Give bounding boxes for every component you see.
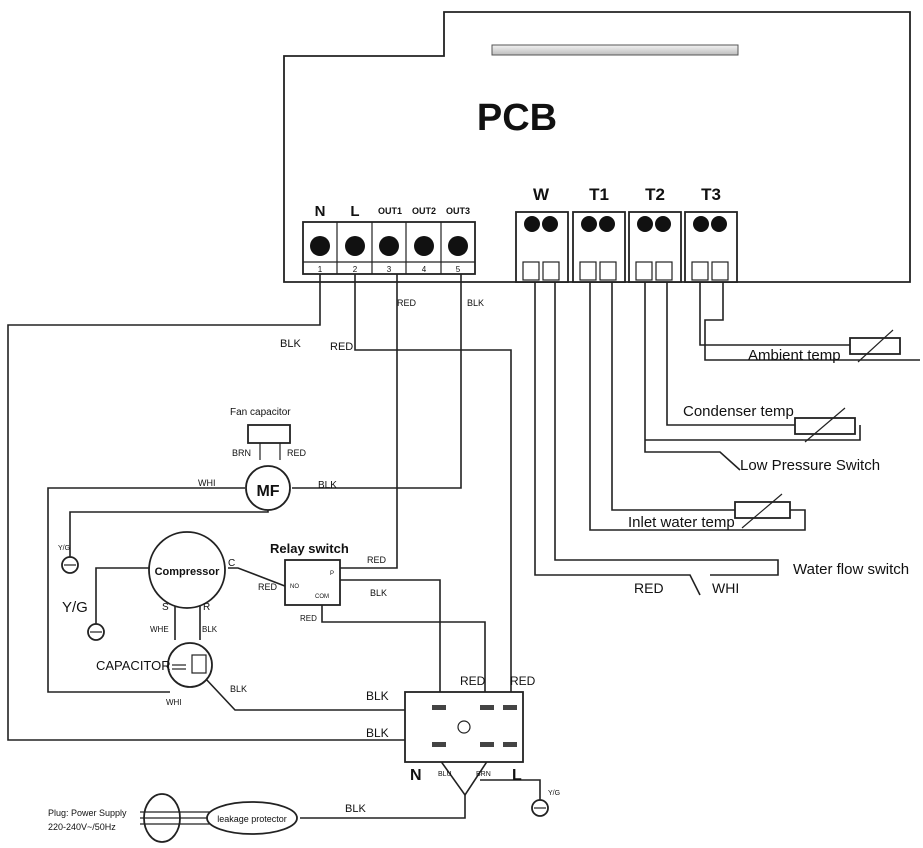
pcb-title: PCB	[477, 97, 557, 139]
terminal-screw	[345, 236, 365, 256]
pcb-stripe	[491, 44, 739, 56]
terminal-screw	[448, 236, 468, 256]
wire-label: RED	[258, 582, 278, 592]
relay-switch: Relay switch NO P COM RED RED BLK RED	[258, 541, 387, 623]
compressor-whe-label: WHE	[150, 625, 169, 634]
fan-capacitor-title: Fan capacitor	[230, 407, 291, 418]
wire-label: BLK	[280, 338, 301, 350]
pcb-board: PCB N L OUT1 OUT2 OUT3 1 2 3 4 5 W T1	[283, 11, 911, 283]
wire-label: WHI	[166, 698, 182, 707]
fan-red-label: RED	[287, 448, 307, 458]
leakage-protector: leakage protector BLK	[206, 801, 366, 835]
fan-brn-label: BRN	[232, 448, 251, 458]
ambient-temp-label: Ambient temp	[748, 347, 841, 364]
ground-yg-label: Y/G	[58, 545, 70, 552]
terminal-screw	[310, 236, 330, 256]
fan-capacitor: Fan capacitor BRN RED	[230, 407, 307, 460]
terminal-block-n: N	[410, 767, 422, 784]
wire-label: RED	[397, 298, 417, 308]
compressor-label: Compressor	[155, 566, 221, 578]
pcb-label-out2: OUT2	[412, 206, 436, 216]
water-flow-switch: Water flow switch RED WHI	[634, 561, 909, 596]
compressor-blk-label: BLK	[202, 625, 218, 634]
power-plug: Plug: Power Supply 220-240V~/50Hz	[48, 793, 210, 843]
relay-no-label: NO	[290, 584, 299, 590]
wire-label: BLK	[366, 726, 389, 740]
condenser-temp-sensor: Condenser temp	[683, 403, 856, 443]
wire-labels: BLK RED RED BLK	[280, 298, 484, 353]
terminal-screw	[379, 236, 399, 256]
compressor: Compressor C S R WHE BLK	[148, 531, 235, 634]
capacitor-label: CAPACITOR	[96, 658, 171, 673]
ground-compressor: Y/G	[62, 599, 105, 641]
pcb-label-out1: OUT1	[378, 206, 402, 216]
terminal-number: 4	[422, 265, 427, 274]
ground-bottom-label: Y/G	[548, 790, 560, 797]
wire-label: BLK	[467, 298, 484, 308]
terminal-blu-label: BLU	[438, 771, 452, 778]
terminal-number: 5	[456, 265, 461, 274]
wire-label: BLK	[318, 480, 337, 491]
pcb-label-l: L	[350, 203, 359, 220]
ground-bottom: Y/G	[531, 790, 560, 817]
fan-motor: MF WHI BLK	[198, 465, 337, 511]
compressor-capacitor: CAPACITOR WHI BLK	[96, 642, 247, 707]
terminal-screw	[414, 236, 434, 256]
inlet-water-temp-sensor: Inlet water temp	[628, 493, 791, 531]
plug-line1: Plug: Power Supply	[48, 808, 127, 818]
wire-label: RED	[510, 674, 536, 688]
sensor-label-t1: T1	[589, 185, 609, 204]
water-flow-label: Water flow switch	[793, 561, 909, 578]
plug-line2: 220-240V~/50Hz	[48, 822, 116, 832]
low-pressure-label: Low Pressure Switch	[740, 457, 880, 474]
sensor-connector-t1	[572, 211, 626, 283]
wire-label: RED	[330, 341, 353, 353]
pcb-label-n: N	[315, 203, 326, 220]
relay-p-label: P	[330, 571, 334, 577]
compressor-r-label: R	[203, 602, 210, 613]
ground-left: Y/G	[58, 545, 79, 574]
wire-label: RED	[460, 674, 486, 688]
power-terminal-block: 1 2 3 4 5	[302, 221, 476, 275]
condenser-temp-label: Condenser temp	[683, 403, 794, 420]
wire-label: RED	[634, 580, 664, 596]
fan-motor-label: MF	[256, 483, 279, 500]
compressor-c-label: C	[228, 558, 235, 569]
wire-label: RED	[367, 555, 387, 565]
terminal-number: 1	[318, 265, 323, 274]
wire-label: BLK	[370, 588, 387, 598]
ambient-temp-sensor: Ambient temp	[748, 329, 901, 364]
terminal-number: 2	[353, 265, 358, 274]
pcb-label-out3: OUT3	[446, 206, 470, 216]
relay-title: Relay switch	[270, 541, 349, 556]
sensor-label-w: W	[533, 185, 550, 204]
wire-label: BLK	[345, 803, 366, 815]
wire-label: BLK	[230, 684, 247, 694]
low-pressure-switch: Low Pressure Switch	[740, 457, 880, 474]
sensor-label-t2: T2	[645, 185, 665, 204]
main-terminal-block: N L BLU BRN RED RED BLK BLK	[366, 674, 536, 784]
wiring	[7, 274, 920, 819]
sensor-connector-t2	[628, 211, 682, 283]
wire-label: WHI	[198, 478, 216, 488]
leakage-protector-label: leakage protector	[217, 814, 287, 824]
wire-label: BLK	[366, 689, 389, 703]
sensor-label-t3: T3	[701, 185, 721, 204]
terminal-number: 3	[387, 265, 392, 274]
compressor-yg-label: Y/G	[62, 599, 88, 616]
wire-label: WHI	[712, 580, 739, 596]
terminal-block-l: L	[512, 767, 522, 784]
inlet-water-label: Inlet water temp	[628, 514, 735, 531]
sensor-connector-w	[515, 211, 569, 283]
sensor-connector-t3	[684, 211, 738, 283]
relay-com-label: COM	[315, 594, 329, 600]
compressor-s-label: S	[162, 602, 169, 613]
wire-label: RED	[300, 614, 317, 623]
terminal-brn-label: BRN	[476, 771, 491, 778]
